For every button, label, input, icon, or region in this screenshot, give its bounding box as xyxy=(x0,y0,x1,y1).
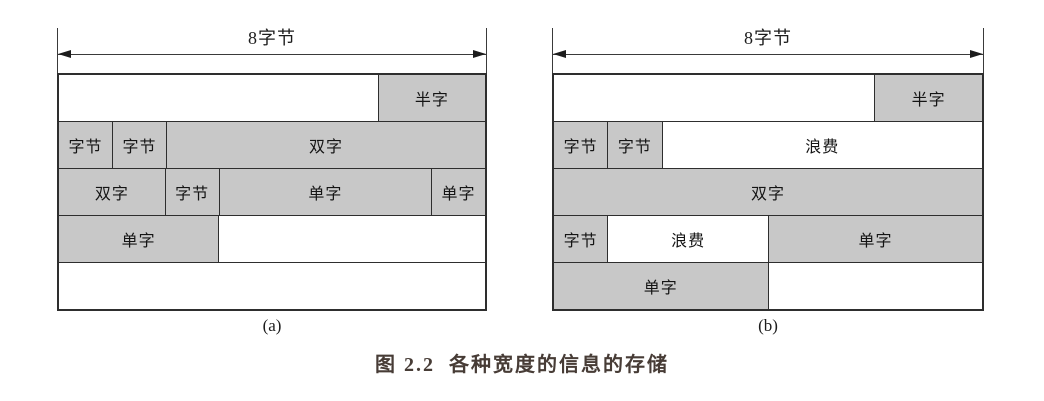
memory-cell-字节: 字节 xyxy=(59,122,112,168)
diagram-b: 8字节 半字字节字节浪费双字字节浪费单字单字 (b) xyxy=(552,28,984,334)
dimension-tick-left xyxy=(57,28,58,73)
memory-row: 单字 xyxy=(554,262,982,309)
memory-cell-字节: 字节 xyxy=(112,122,166,168)
memory-cell-双字: 双字 xyxy=(166,122,485,168)
memory-cell-empty xyxy=(218,216,485,262)
arrowhead-right-icon xyxy=(970,50,983,58)
memory-row: 半字 xyxy=(554,75,982,121)
dimension-indicator-a: 8字节 xyxy=(57,28,487,73)
arrowhead-left-icon xyxy=(58,50,71,58)
memory-grid-b: 半字字节字节浪费双字字节浪费单字单字 xyxy=(552,73,984,311)
arrowhead-left-icon xyxy=(553,50,566,58)
dimension-tick-left xyxy=(552,28,553,73)
diagram-a-label: (a) xyxy=(262,316,282,335)
memory-cell-浪费: 浪费 xyxy=(661,122,982,168)
memory-row: 半字 xyxy=(59,75,485,121)
memory-cell-字节: 字节 xyxy=(554,216,608,262)
double-headed-arrow xyxy=(553,50,983,58)
memory-row: 字节浪费单字 xyxy=(554,215,982,262)
memory-cell-单字: 单字 xyxy=(431,169,485,215)
memory-cell-双字: 双字 xyxy=(59,169,165,215)
memory-cell-字节: 字节 xyxy=(164,169,219,215)
memory-row: 双字 xyxy=(554,168,982,215)
figure-caption: 图 2.2 各种宽度的信息的存储 xyxy=(375,354,669,376)
memory-row xyxy=(59,262,485,309)
diagram-b-label: (b) xyxy=(758,316,778,335)
memory-cell-单字: 单字 xyxy=(554,263,768,309)
memory-cell-单字: 单字 xyxy=(59,216,219,262)
double-headed-arrow xyxy=(58,50,486,58)
memory-cell-字节: 字节 xyxy=(607,122,662,168)
memory-cell-半字: 半字 xyxy=(377,75,485,121)
dimension-label: 8字节 xyxy=(744,28,792,48)
memory-grid-a: 半字字节字节双字双字字节单字单字单字 xyxy=(57,73,487,311)
memory-cell-半字: 半字 xyxy=(874,75,982,121)
memory-row: 字节字节浪费 xyxy=(554,121,982,168)
memory-cell-empty xyxy=(59,75,378,121)
memory-cell-empty xyxy=(59,263,485,309)
arrowhead-right-icon xyxy=(473,50,486,58)
memory-row: 双字字节单字单字 xyxy=(59,168,485,215)
memory-row: 字节字节双字 xyxy=(59,121,485,168)
diagram-a: 8字节 半字字节字节双字双字字节单字单字单字 (a) xyxy=(57,28,487,334)
memory-cell-双字: 双字 xyxy=(554,169,982,215)
memory-cell-empty xyxy=(554,75,875,121)
memory-row: 单字 xyxy=(59,215,485,262)
dimension-label: 8字节 xyxy=(248,28,296,48)
memory-cell-单字: 单字 xyxy=(218,169,432,215)
dimension-tick-right xyxy=(486,28,487,73)
memory-cell-empty xyxy=(767,263,982,309)
memory-cell-单字: 单字 xyxy=(768,216,982,262)
dimension-tick-right xyxy=(983,28,984,73)
memory-cell-浪费: 浪费 xyxy=(607,216,768,262)
memory-cell-字节: 字节 xyxy=(554,122,608,168)
dimension-indicator-b: 8字节 xyxy=(552,28,984,73)
